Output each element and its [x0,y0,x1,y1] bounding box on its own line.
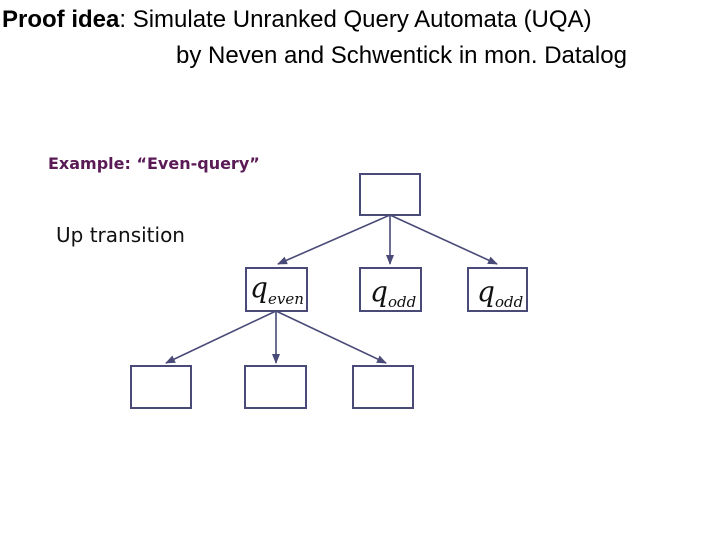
child-node-1 [130,365,192,409]
transition-label: Up transition [56,223,185,247]
state-q-even: q [250,271,268,304]
state-node-odd-1 [359,267,422,312]
state-node-even [245,267,308,312]
edge-root-to-right [389,214,498,265]
edge-even-to-left [165,310,277,364]
example-label: Example: “Even-query” [48,154,260,173]
edge-root-to-left [277,214,391,265]
child-node-2 [244,365,307,409]
root-node [359,173,421,216]
title-prefix: Proof idea [2,6,120,33]
child-node-3 [352,365,414,409]
state-q-odd-1: q [370,275,388,308]
state-sub-odd-2: odd [495,293,523,311]
state-sub-odd-1: odd [388,293,416,311]
state-node-odd-2 [467,267,528,312]
state-q-odd-2: q [477,275,495,308]
slide-title-line-2: by Neven and Schwentick in mon. Datalog [176,42,627,69]
title-line-1-text: : Simulate Unranked Query Automata (UQA) [119,6,592,33]
state-sub-even: even [268,290,304,308]
slide-title-line-1: Proof idea: Simulate Unranked Query Auto… [2,6,592,34]
edge-even-to-right [275,310,387,364]
